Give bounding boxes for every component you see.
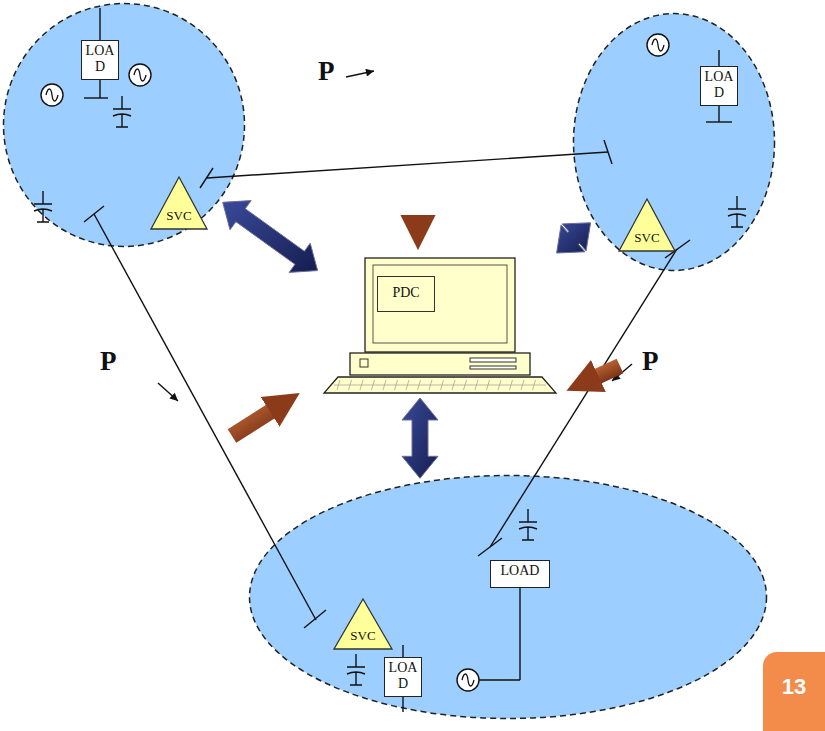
power-flow-label: P xyxy=(100,346,117,376)
load-box: LOA D xyxy=(700,66,738,106)
svc-label: SVC xyxy=(618,231,676,245)
power-flow-label: P xyxy=(318,56,335,86)
grid-area: LOA D SVC xyxy=(572,12,776,272)
grid-area: LOA D SVC xyxy=(2,2,246,248)
data-link-arrow xyxy=(402,398,438,478)
svc-label: SVC xyxy=(333,629,393,643)
load-label: LOA D xyxy=(82,41,118,77)
load-label: LOA D xyxy=(385,658,421,694)
load-label: LOA D xyxy=(701,67,737,103)
grid-area-outline xyxy=(2,2,246,248)
load-box: LOAD xyxy=(490,560,550,588)
pdc-computer: PDC xyxy=(320,255,560,395)
load-label: LOAD xyxy=(491,561,549,581)
svc-triangle: SVC xyxy=(618,198,676,252)
data-link-arrow xyxy=(223,201,318,273)
grid-area-outline xyxy=(572,12,776,272)
slide-number: 13 xyxy=(763,652,825,731)
pdc-label: PDC xyxy=(377,276,435,312)
load-box: LOA D xyxy=(81,40,119,80)
data-link-arrow xyxy=(557,223,591,253)
load-box: LOA D xyxy=(384,657,422,697)
computer-drawing xyxy=(320,255,560,395)
svc-triangle: SVC xyxy=(150,176,208,230)
grid-area: SVC LOAD LOA D xyxy=(248,474,768,720)
grid-area-outline xyxy=(248,474,768,720)
power-flow-label: P xyxy=(642,346,659,376)
svc-label: SVC xyxy=(150,209,208,223)
svc-triangle: SVC xyxy=(333,598,393,650)
